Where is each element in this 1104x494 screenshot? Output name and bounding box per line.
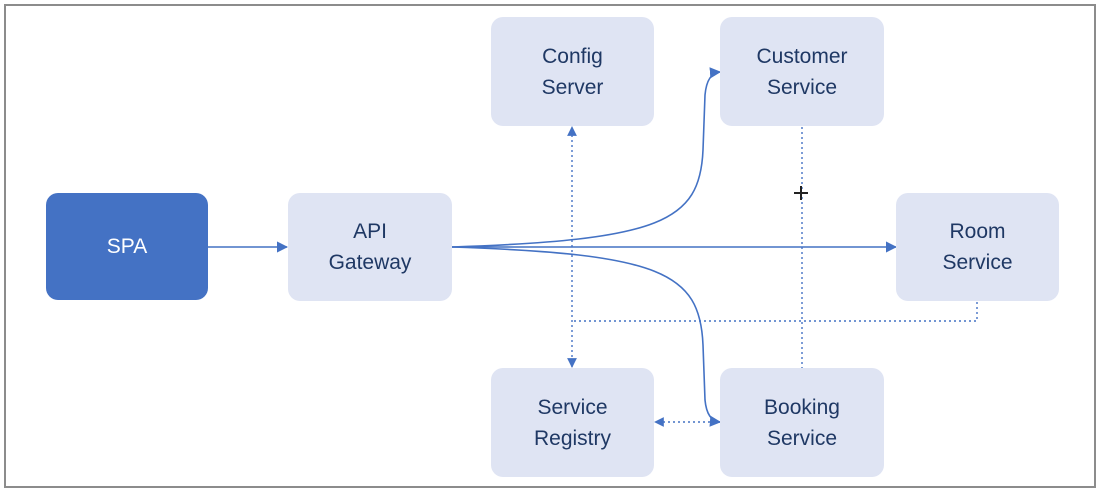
api-gateway-node: API Gateway	[288, 193, 452, 301]
service-registry-node-label: Service Registry	[533, 395, 612, 450]
customer-service-node: Customer Service	[720, 17, 884, 126]
crosshair-cursor-icon	[794, 186, 808, 200]
customer-service-node-label: Customer Service	[756, 44, 848, 99]
config-server-node-label: Config Server	[541, 44, 604, 99]
room-service-node: Room Service	[896, 193, 1059, 301]
api-gateway-node-label: API Gateway	[328, 220, 412, 274]
spa-node: SPA	[46, 193, 208, 300]
room-service-node-label: Room Service	[942, 220, 1013, 274]
booking-service-node: Booking Service	[720, 368, 884, 477]
service-registry-node: Service Registry	[491, 368, 654, 477]
booking-service-node-label: Booking Service	[764, 395, 840, 450]
connector-room-service-to-registry	[572, 302, 978, 322]
config-server-node: Config Server	[491, 17, 654, 126]
spa-node-label: SPA	[106, 235, 148, 258]
